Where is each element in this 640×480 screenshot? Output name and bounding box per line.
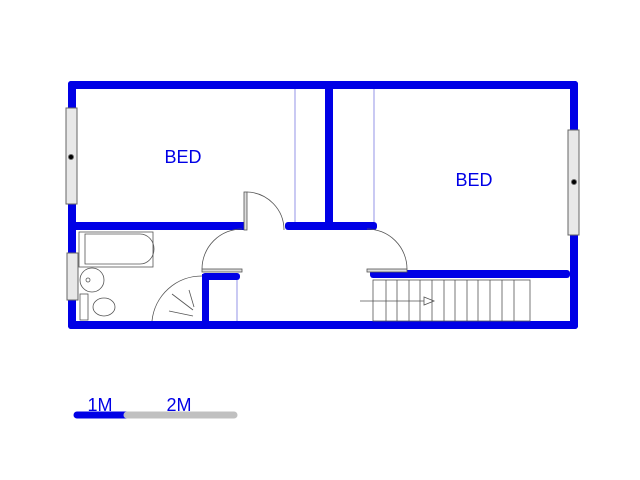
- door-bath: [201, 268, 243, 273]
- basin: [79, 267, 105, 293]
- scale-label-2m: 2M: [166, 395, 191, 415]
- guides: [236, 89, 375, 321]
- door-cupboard: [151, 275, 203, 322]
- scale-label-1m: 1M: [87, 395, 112, 415]
- room-label-bed-1: BED: [164, 147, 201, 167]
- door-bed1: [243, 191, 248, 231]
- room-label-bed-2: BED: [455, 170, 492, 190]
- door-bed2: [366, 268, 408, 273]
- bathtub: [78, 231, 154, 268]
- stairs: [360, 279, 531, 322]
- fixtures: [78, 231, 155, 321]
- wall-bottom: [68, 321, 578, 329]
- wall-bed-divider: [325, 89, 333, 229]
- window-left-bottom: [66, 252, 79, 301]
- wall-top: [68, 81, 578, 89]
- wall-stair: [370, 270, 570, 278]
- wall-bath-top: [76, 222, 244, 230]
- wall-cupboard-h: [202, 273, 240, 280]
- windows: [65, 107, 580, 301]
- doors: [151, 191, 408, 322]
- toilet: [92, 297, 116, 317]
- scale-bar: 1M 2M: [73, 395, 238, 419]
- walls: [68, 81, 578, 329]
- wall-cupboard-v: [202, 274, 209, 324]
